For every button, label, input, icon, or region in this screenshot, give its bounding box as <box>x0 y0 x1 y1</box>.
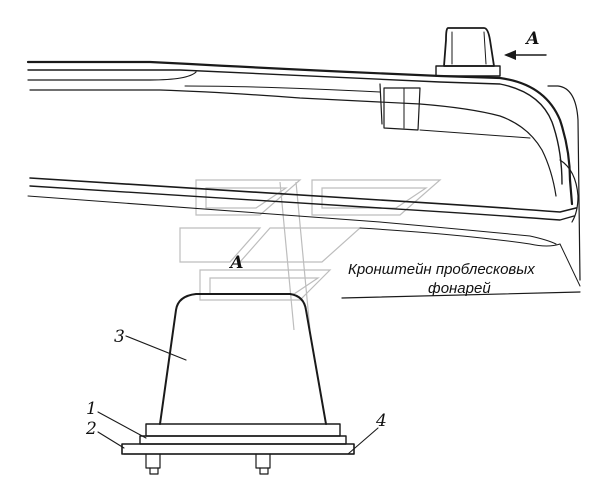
caption-line-2: фонарей <box>428 280 491 297</box>
view-label-mid: А <box>228 253 244 273</box>
callout-1: 1 <box>86 399 97 419</box>
caption-leader-line <box>341 291 581 299</box>
beacon-lamp-top <box>435 27 501 77</box>
callout-4: 4 <box>375 411 387 431</box>
view-label-top: А <box>524 29 540 49</box>
caption-line-1: Кронштейн проблесковых <box>348 261 535 278</box>
callout-1-leader <box>97 411 147 439</box>
view-arrow-top <box>504 50 547 60</box>
watermark-logo <box>179 179 442 331</box>
callout-2: 2 <box>85 419 97 439</box>
callout-4-leader <box>347 427 379 455</box>
beacon-bracket-detail <box>121 293 355 475</box>
callout-3-leader <box>125 335 187 361</box>
callout-3: 3 <box>114 327 125 347</box>
callout-2-leader <box>97 431 125 449</box>
cab-roof-panel <box>26 60 581 287</box>
